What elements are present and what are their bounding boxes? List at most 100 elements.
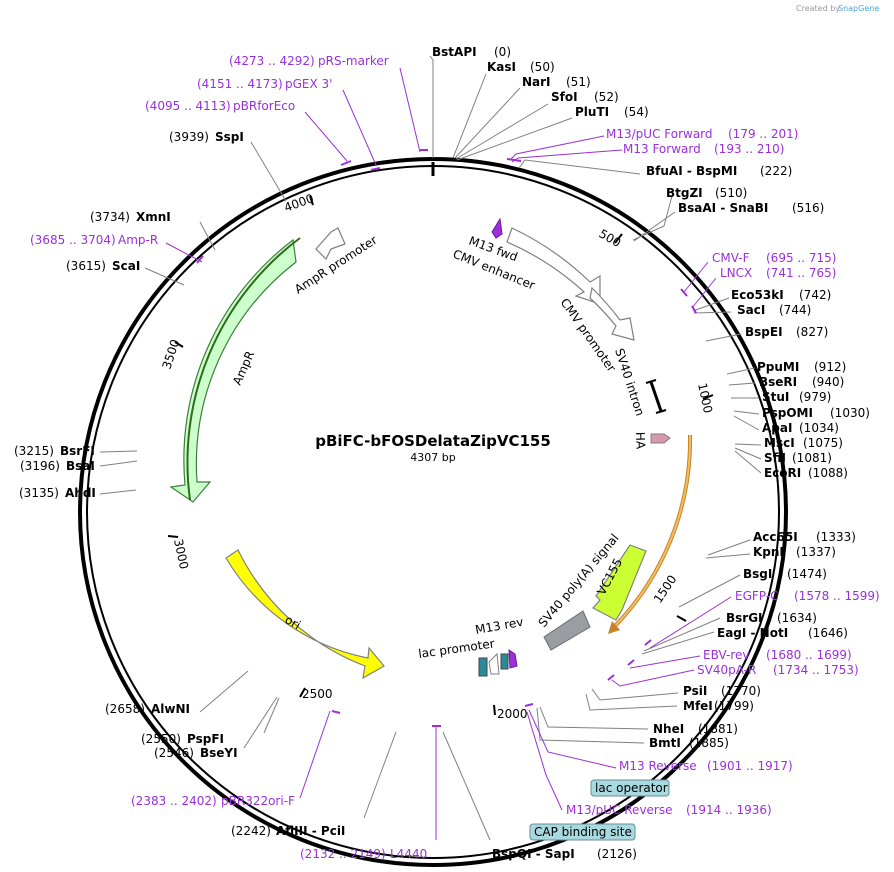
site-pos: (1646) bbox=[808, 626, 848, 640]
primer-range: (1578 .. 1599) bbox=[794, 589, 880, 603]
site-name: BmtI bbox=[649, 736, 681, 750]
primer-range: (1901 .. 1917) bbox=[707, 759, 793, 773]
leader-lines bbox=[99, 55, 762, 841]
primer-range: (193 .. 210) bbox=[714, 142, 784, 156]
ha-arrow bbox=[650, 433, 671, 444]
site-pos: (1885) bbox=[689, 736, 729, 750]
site-pos: (3939) bbox=[169, 130, 209, 144]
primer-labels: (4273 .. 4292) pRS-marker (4151 .. 4173)… bbox=[30, 54, 880, 861]
site-pos: (2546) bbox=[154, 746, 194, 760]
lac-operator-feature bbox=[500, 653, 509, 670]
m13-fwd-arrow bbox=[491, 217, 503, 239]
feature-arrows bbox=[169, 217, 671, 680]
site-pos: (2242) bbox=[231, 824, 271, 838]
ori-arrow bbox=[225, 549, 385, 680]
site-pos: (2126) bbox=[597, 847, 637, 861]
tick-label: 3500 bbox=[160, 338, 183, 371]
primer-range: (3685 .. 3704) bbox=[30, 233, 116, 247]
site-pos: (52) bbox=[594, 90, 619, 104]
lac-promoter-label: lac promoter bbox=[417, 636, 495, 661]
site-labels: BstAPI (0) KasI (50) NarI (51) SfoI (52)… bbox=[14, 45, 870, 861]
site-name: Eco53kI bbox=[731, 288, 784, 302]
site-pos: (912) bbox=[814, 360, 846, 374]
site-name: BtgZI bbox=[666, 186, 703, 200]
site-pos: (2550) bbox=[141, 732, 181, 746]
primer-range: (1680 .. 1699) bbox=[766, 648, 852, 662]
tick-label: 3000 bbox=[171, 538, 191, 571]
primer-name: SV40pA-R bbox=[697, 663, 756, 677]
tick-marks bbox=[167, 195, 714, 716]
primer-range: (4095 .. 4113) bbox=[145, 99, 231, 113]
site-name: EagI - NotI bbox=[717, 626, 788, 640]
primer-marks bbox=[196, 149, 697, 727]
site-name: AflIII - PciI bbox=[276, 824, 345, 838]
site-pos: (940) bbox=[812, 375, 844, 389]
site-pos: (1034) bbox=[799, 421, 839, 435]
primer-name: pBRforEco bbox=[233, 99, 295, 113]
site-pos: (222) bbox=[760, 164, 792, 178]
site-pos: (51) bbox=[566, 75, 591, 89]
site-name: BspQI - SapI bbox=[492, 847, 575, 861]
site-name: PsiI bbox=[683, 684, 707, 698]
cmv-enhancer-arrow bbox=[506, 227, 601, 305]
primer-name: EGFP-C bbox=[735, 589, 778, 603]
primer-name: EBV-rev bbox=[703, 648, 749, 662]
site-pos: (3734) bbox=[90, 210, 130, 224]
site-pos: (744) bbox=[779, 303, 811, 317]
site-pos: (1088) bbox=[808, 466, 848, 480]
site-name: MscI bbox=[764, 436, 795, 450]
site-pos: (742) bbox=[799, 288, 831, 302]
tick-label: 2500 bbox=[302, 687, 333, 701]
site-name: AhdI bbox=[65, 486, 96, 500]
site-name: SacI bbox=[737, 303, 765, 317]
site-name: NarI bbox=[522, 75, 551, 89]
primer-range: (179 .. 201) bbox=[728, 127, 798, 141]
site-name: MfeI bbox=[683, 699, 713, 713]
site-pos: (3615) bbox=[66, 259, 106, 273]
site-name: SspI bbox=[215, 130, 244, 144]
site-name: BseYI bbox=[200, 746, 238, 760]
site-name: BsrFI bbox=[60, 444, 95, 458]
site-name: BfuAI - BspMI bbox=[646, 164, 737, 178]
site-name: BseRI bbox=[759, 375, 797, 389]
plasmid-length: 4307 bp bbox=[410, 451, 455, 464]
ampr-promoter-arrow bbox=[315, 227, 346, 261]
site-name: SfoI bbox=[551, 90, 578, 104]
lac-promoter-arrow bbox=[488, 652, 500, 675]
sv40-intron-label: SV40 intron bbox=[612, 347, 647, 418]
site-name: ScaI bbox=[112, 259, 140, 273]
lac-operator-label: lac operator bbox=[595, 781, 668, 795]
site-name: BsgI bbox=[743, 567, 772, 581]
m13-rev-label: M13 rev bbox=[474, 615, 524, 637]
m13-rev-arrow bbox=[508, 649, 518, 669]
primer-name: M13/pUC Forward bbox=[606, 127, 713, 141]
primer-name: pRS-marker bbox=[318, 54, 389, 68]
site-name: BsaAI - SnaBI bbox=[678, 201, 768, 215]
site-pos: (1799) bbox=[714, 699, 754, 713]
site-pos: (3135) bbox=[19, 486, 59, 500]
site-pos: (3215) bbox=[14, 444, 54, 458]
ori-label: ori bbox=[283, 612, 304, 632]
site-name: PluTI bbox=[575, 105, 609, 119]
site-name: PpuMI bbox=[757, 360, 799, 374]
created-by-text: Created by bbox=[796, 4, 840, 13]
sv40-polya-box bbox=[543, 610, 591, 651]
site-name: EcoRI bbox=[764, 466, 801, 480]
primer-name: pGEX 3' bbox=[285, 77, 332, 91]
site-pos: (1770) bbox=[721, 684, 761, 698]
site-name: KpnI bbox=[753, 545, 784, 559]
cap-binding-site-box bbox=[529, 823, 636, 841]
site-pos: (1634) bbox=[777, 611, 817, 625]
site-pos: (1081) bbox=[792, 451, 832, 465]
site-name: Acc65I bbox=[753, 530, 798, 544]
site-pos: (54) bbox=[624, 105, 649, 119]
site-pos: (516) bbox=[792, 201, 824, 215]
site-name: BsaI bbox=[66, 459, 95, 473]
site-name: StuI bbox=[762, 390, 789, 404]
tick-label: 4000 bbox=[282, 191, 315, 215]
site-name: SfiI bbox=[764, 451, 786, 465]
snapgene-logo: SnapGene bbox=[838, 4, 879, 13]
site-name: NheI bbox=[653, 722, 684, 736]
tick-label: 1000 bbox=[695, 382, 715, 415]
